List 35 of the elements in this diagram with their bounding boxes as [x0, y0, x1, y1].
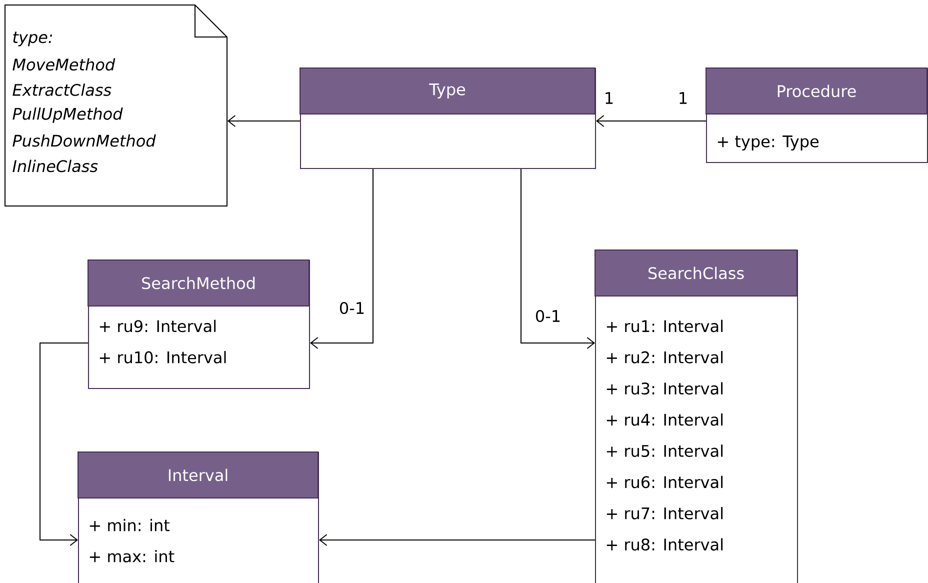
attribute-text: + max: int	[90, 550, 174, 562]
attribute-text: + ru7: Interval	[606, 507, 723, 520]
attribute-text: + ru4: Interval	[606, 413, 723, 426]
note-text: PullUpMethod	[12, 107, 123, 123]
attribute-text: + ru3: Interval	[606, 382, 723, 395]
arrow	[227, 115, 300, 127]
arrow	[319, 534, 596, 546]
multiplicity-label: 0-1	[338, 300, 366, 316]
note-text: ExtractClass	[12, 84, 112, 96]
class-name: Procedure	[778, 84, 856, 98]
class-name: SearchMethod	[142, 276, 255, 290]
attribute-text: + ru10: Interval	[100, 351, 226, 364]
note-text: PushDownMethod	[12, 134, 156, 147]
attribute-text: + ru5: Interval	[606, 444, 723, 457]
attribute-text: + ru8: Interval	[606, 538, 723, 551]
attribute-text: + ru6: Interval	[606, 476, 723, 488]
note-text: type:	[13, 32, 52, 46]
attribute-text: + ru9: Interval	[100, 320, 216, 332]
attribute-text: + min: int	[90, 518, 170, 532]
arrow	[310, 168, 374, 349]
multiplicity-label: 1	[602, 91, 616, 105]
note-text: MoveMethod	[12, 58, 116, 71]
note-text: InlineClass	[12, 160, 98, 172]
class-name: Interval	[168, 468, 228, 482]
note	[4, 4, 228, 206]
multiplicity-label: 0-1	[534, 308, 562, 324]
class-name: Type	[429, 84, 466, 98]
arrow	[520, 168, 595, 349]
class-name: SearchClass	[648, 266, 744, 280]
arrow	[40, 342, 88, 546]
attribute-text: + type: Type	[718, 136, 819, 150]
attribute-text: + ru1: Interval	[606, 320, 723, 332]
multiplicity-label: 1	[676, 91, 690, 105]
attribute-text: + ru2: Interval	[606, 351, 723, 364]
arrow	[596, 115, 706, 127]
